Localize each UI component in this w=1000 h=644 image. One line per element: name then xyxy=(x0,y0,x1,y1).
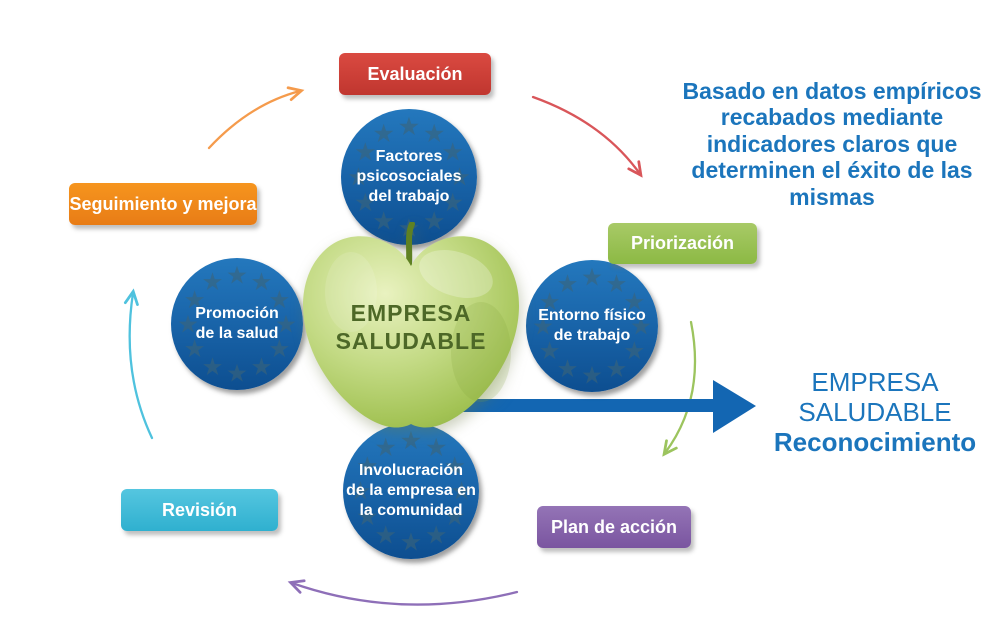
center-title: EMPRESA SALUDABLE xyxy=(335,300,487,355)
stage-label: Seguimiento y mejora xyxy=(69,193,257,214)
arrow-plan-to-revision xyxy=(287,579,519,606)
stage-label: Priorización xyxy=(630,233,735,253)
apple-heart-graphic xyxy=(291,221,531,446)
stage-seguimiento-y-mejora: Seguimiento y mejora xyxy=(69,183,257,225)
circle-label: Promoción de la salud xyxy=(195,305,279,342)
circle-factores-psicosociales: Factores psicosociales del trabajo xyxy=(341,109,477,245)
outcome-label: EMPRESA SALUDABLE Reconocimiento xyxy=(755,367,995,457)
stage-revision: Revisión xyxy=(121,489,278,531)
circle-promocion-salud: Promoción de la salud xyxy=(171,258,303,390)
stage-label: Evaluación xyxy=(367,63,463,84)
apple-body xyxy=(303,236,519,428)
empirical-data-note: Basado en datos empíricos recabados medi… xyxy=(682,78,982,210)
stage-label: Revisión xyxy=(161,499,238,520)
stage-label: Plan de acción xyxy=(550,516,678,537)
circle-involucracion-comunidad: Involucración de la empresa en la comuni… xyxy=(343,423,479,559)
circle-label: Factores psicosociales del trabajo xyxy=(356,148,462,205)
apple-stem xyxy=(406,221,415,267)
circle-label: Involucración de la empresa en la comuni… xyxy=(346,462,476,519)
circle-entorno-fisico: Entorno físico de trabajo xyxy=(526,260,658,392)
arrow-priorizacion-to-plan xyxy=(662,320,697,457)
outcome-line1: EMPRESA xyxy=(811,367,939,397)
circle-label: Entorno físico de trabajo xyxy=(538,307,646,344)
outcome-line2: SALUDABLE xyxy=(798,397,952,428)
arrow-evaluacion-to-priorizacion xyxy=(531,95,643,178)
stage-evaluacion: Evaluación xyxy=(339,53,491,95)
arrow-seguimiento-to-evaluacion xyxy=(207,86,305,150)
stage-priorizacion: Priorización xyxy=(608,223,757,264)
outcome-arrow xyxy=(455,380,756,433)
arrow-revision-to-seguimiento xyxy=(123,288,154,440)
apple-icon xyxy=(303,221,519,428)
outcome-line3: Reconocimiento xyxy=(773,427,977,458)
stage-plan-de-accion: Plan de acción xyxy=(537,506,691,548)
